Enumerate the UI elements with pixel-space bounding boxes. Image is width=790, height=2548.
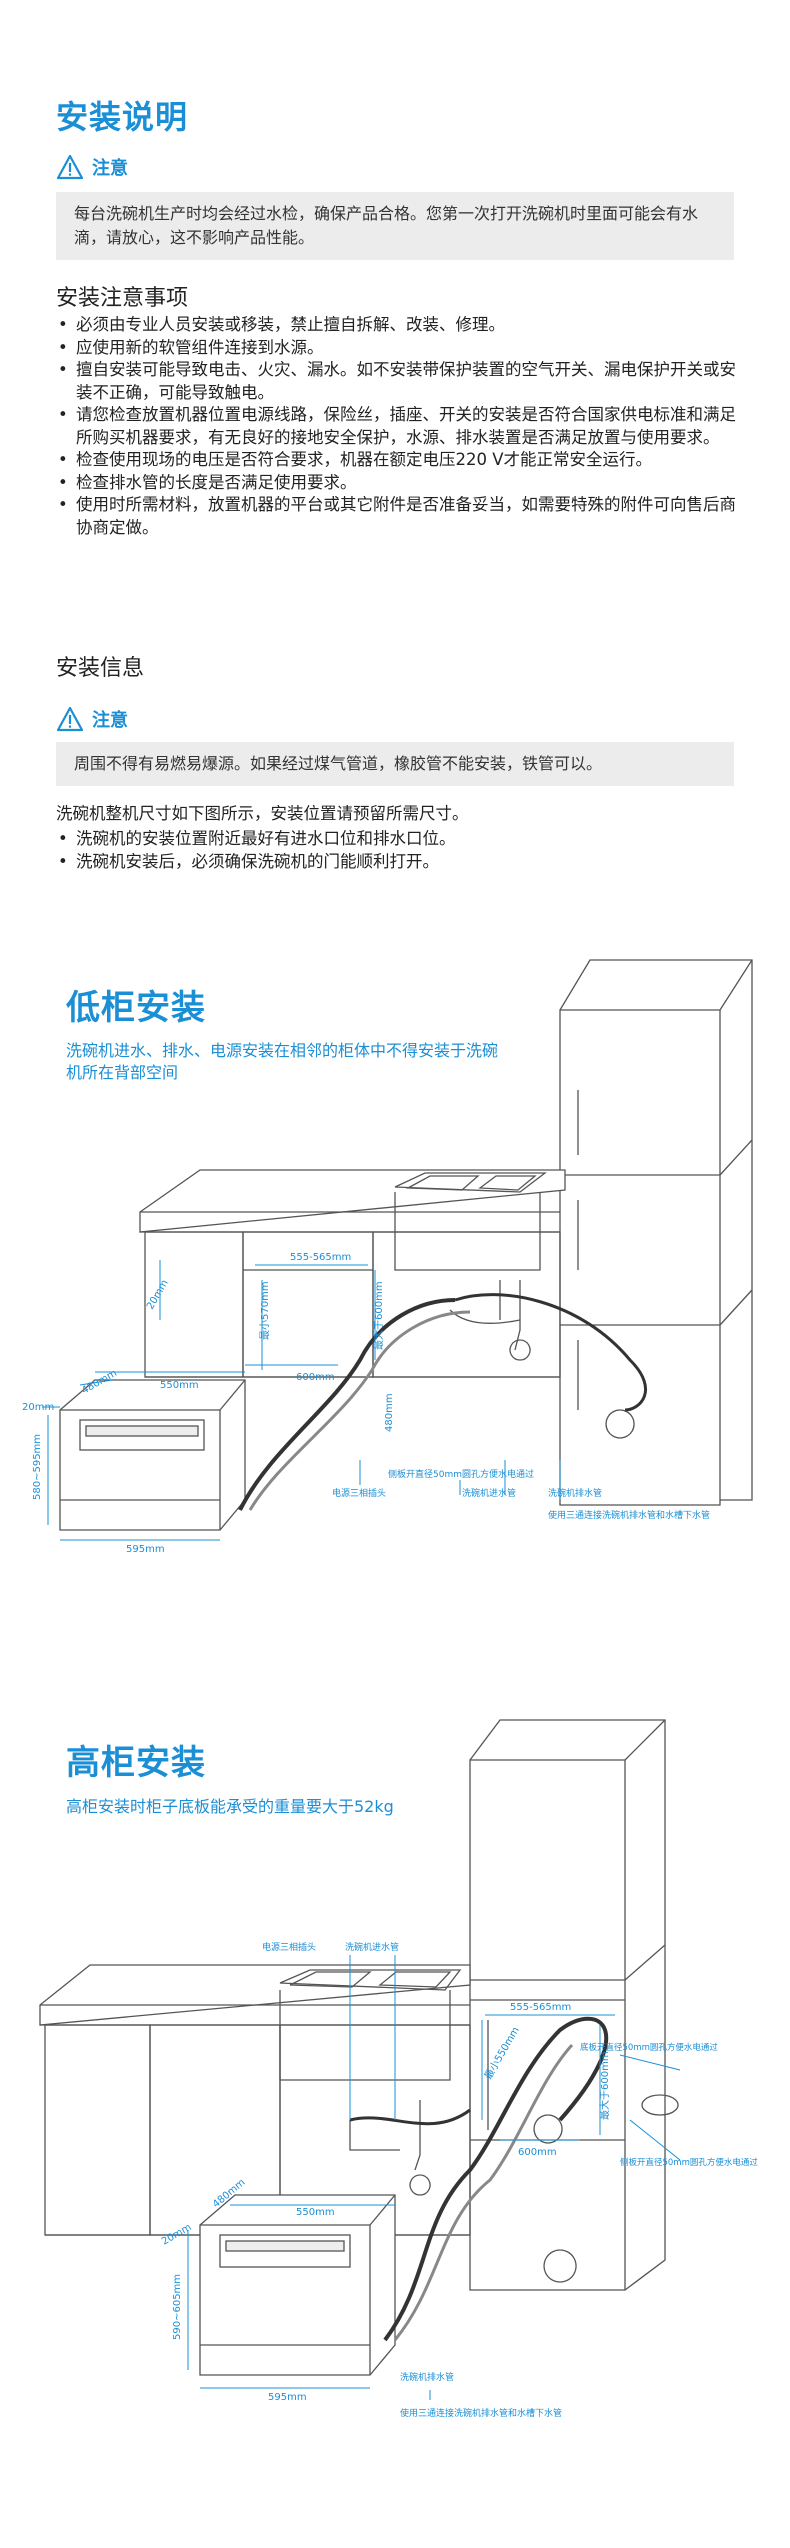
caution-header: 注意: [56, 154, 128, 180]
dim-height-limit-2: 最大于600mm: [598, 2051, 611, 2120]
precautions-title: 安装注意事项: [56, 286, 189, 311]
list-item: 洗碗机的安装位置附近最好有进水口位和排水口位。: [56, 828, 736, 851]
label-hole: 侧板开直径50mm圆孔方便水电通过: [388, 1468, 534, 1480]
precautions-list: 必须由专业人员安装或移装，禁止擅自拆解、改装、修理。 应使用新的软管组件连接到水…: [56, 314, 736, 539]
warning-triangle-icon: [56, 154, 84, 180]
dim-height-limit: 最大于600mm: [372, 1281, 385, 1350]
list-item: 使用时所需材料，放置机器的平台或其它附件是否准备妥当，如需要特殊的附件可向售后商…: [56, 494, 736, 539]
label-hole-side: 侧板开直径50mm圆孔方便水电通过: [620, 2157, 758, 2168]
label-hole-text: 侧板开直径50mm圆孔方便水电通过: [388, 1468, 534, 1480]
dim-small: 480mm: [384, 1393, 395, 1432]
dim-top-depth: 550mm: [160, 1380, 199, 1391]
low-cabinet-title: 低柜安装: [66, 988, 206, 1028]
low-cabinet-subtitle: 洗碗机进水、排水、电源安装在相邻的柜体中不得安装于洗碗机所在背部空间: [66, 1041, 499, 1082]
tall-cabinet-title: 高柜安装: [66, 1743, 206, 1783]
list-item: 请您检查放置机器位置电源线路，保险丝，插座、开关的安装是否符合国家供电标准和满足…: [56, 404, 736, 449]
list-item: 检查使用现场的电压是否符合要求，机器在额定电压220 V才能正常安全运行。: [56, 449, 736, 472]
dim-height-range-2: 590~605mm: [172, 2274, 183, 2340]
caution-label: 注意: [92, 710, 128, 731]
note-box-hazard: 周围不得有易燃易爆源。如果经过煤气管道，橡胶管不能安装，铁管可以。: [56, 742, 734, 786]
dim-height-range: 580~595mm: [32, 1434, 43, 1500]
list-item: 擅自安装可能导致电击、火灾、漏水。如不安装带保护装置的空气开关、漏电保护开关或安…: [56, 359, 736, 404]
install-info-title: 安装信息: [56, 656, 145, 681]
list-item: 必须由专业人员安装或移装，禁止擅自拆解、改装、修理。: [56, 314, 736, 337]
label-hole-bottom: 底板开直径50mm圆孔方便水电通过: [580, 2042, 718, 2053]
install-info-intro: 洗碗机整机尺寸如下图所示，安装位置请预留所需尺寸。: [56, 804, 469, 823]
list-item: 洗碗机安装后，必须确保洗碗机的门能顺利打开。: [56, 851, 736, 874]
install-title: 安装说明: [56, 98, 189, 136]
label-tee-2: 使用三通连接洗碗机排水管和水槽下水管: [400, 2407, 562, 2419]
label-plug: 电源三相插头: [332, 1487, 386, 1499]
dim-bottom-width: 600mm: [296, 1372, 335, 1383]
dim-width-top: 555-565mm: [290, 1252, 351, 1263]
low-cabinet-diagram: 555-565mm 最小570mm 最大于600mm 600mm 20mm 48…: [22, 959, 753, 1555]
list-item: 检查排水管的长度是否满足使用要求。: [56, 472, 736, 495]
label-drain-2: 洗碗机排水管: [400, 2371, 454, 2383]
label-plug-2: 电源三相插头: [262, 1941, 316, 1953]
install-info-list: 洗碗机的安装位置附近最好有进水口位和排水口位。 洗碗机安装后，必须确保洗碗机的门…: [56, 828, 736, 873]
tall-cabinet-subtitle: 高柜安装时柜子底板能承受的重量要大于52kg: [66, 1797, 394, 1816]
tall-cabinet-diagram: 555-565mm 最小550mm 最大于600mm 600mm 550mm 4…: [39, 1719, 758, 2419]
dim-bottom-width-2: 600mm: [518, 2147, 557, 2158]
label-drain: 洗碗机排水管: [548, 1487, 602, 1499]
list-item: 应使用新的软管组件连接到水源。: [56, 337, 736, 360]
dim-front-width: 595mm: [126, 1544, 165, 1555]
dim-left-depth: 20mm: [22, 1402, 54, 1413]
dim-width-top-2: 555-565mm: [510, 2002, 571, 2013]
caution-label: 注意: [92, 158, 128, 179]
dim-front-width-2: 595mm: [268, 2392, 307, 2403]
caution-header-2: 注意: [56, 706, 128, 732]
note-box-quality: 每台洗碗机生产时均会经过水检，确保产品合格。您第一次打开洗碗机时里面可能会有水滴…: [56, 192, 734, 260]
label-inlet: 洗碗机进水管: [462, 1487, 516, 1499]
label-tee: 使用三通连接洗碗机排水管和水槽下水管: [548, 1509, 710, 1521]
dim-side: 20mm: [145, 1278, 171, 1311]
dim-depth: 最小570mm: [259, 1281, 271, 1340]
label-inlet-2: 洗碗机进水管: [345, 1941, 399, 1953]
dim-top-depth-2: 550mm: [296, 2207, 335, 2218]
warning-triangle-icon: [56, 706, 84, 732]
